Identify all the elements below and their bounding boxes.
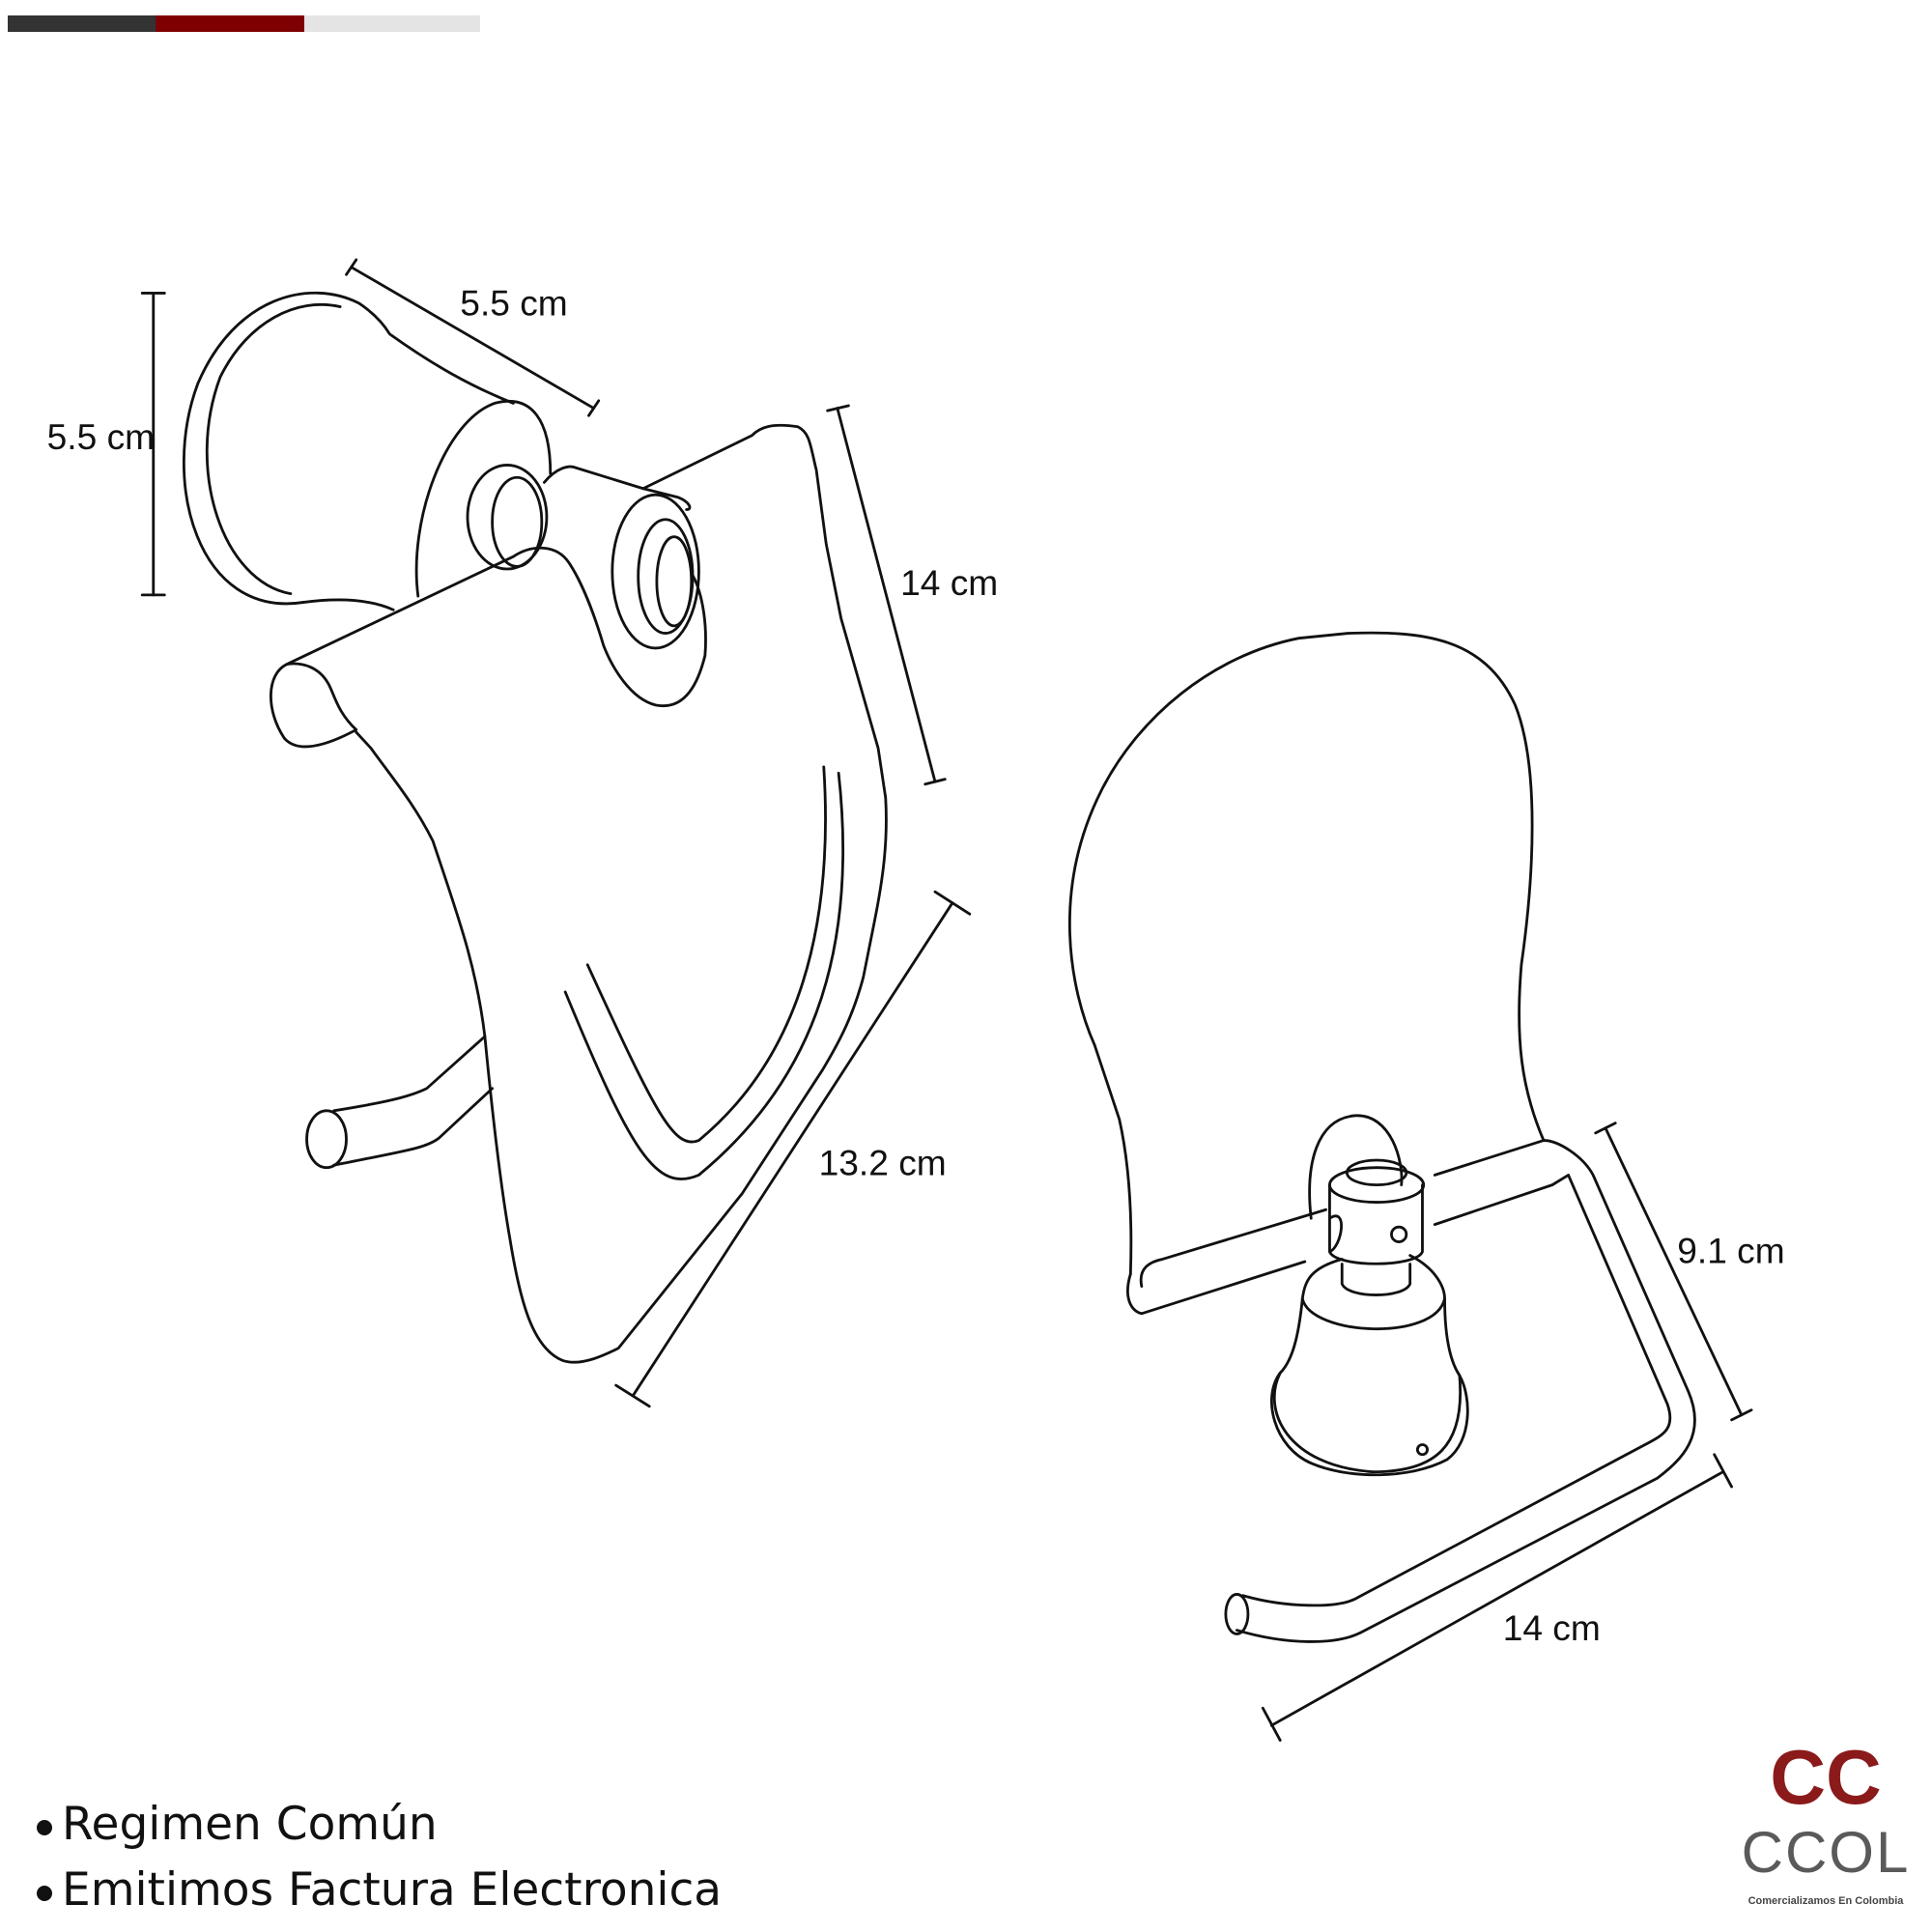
bullet-list: Regimen Común Emitimos Factura Electroni… xyxy=(37,1792,722,1923)
color-bar-dark xyxy=(8,15,184,32)
bullet-factura: Emitimos Factura Electronica xyxy=(37,1858,722,1923)
bullet-regimen: Regimen Común xyxy=(37,1792,722,1858)
color-bar-red xyxy=(156,15,331,32)
ccol-logo: CC CCOL Comercializamos En Colombia xyxy=(1729,1735,1922,1932)
dim-arm-length-label: 14 cm xyxy=(1503,1607,1601,1648)
right-product-drawing: 9.1 cm 14 cm xyxy=(1067,631,1785,1742)
dim-cover-height-label: 14 cm xyxy=(900,562,998,603)
dim-depth-label: 5.5 cm xyxy=(460,283,567,324)
dim-cover-width-label: 13.2 cm xyxy=(819,1142,947,1182)
logo-tagline: Comercializamos En Colombia xyxy=(1747,1895,1904,1907)
logo-name: CCOL xyxy=(1741,1820,1911,1885)
color-bar-light xyxy=(304,15,480,32)
left-product-drawing: 5.5 cm 5.5 cm 14 cm 13.2 cm xyxy=(47,258,998,1408)
logo-mark: CC xyxy=(1770,1734,1882,1820)
dim-arm-height-label: 9.1 cm xyxy=(1677,1230,1784,1270)
dim-height-label: 5.5 cm xyxy=(47,416,155,457)
